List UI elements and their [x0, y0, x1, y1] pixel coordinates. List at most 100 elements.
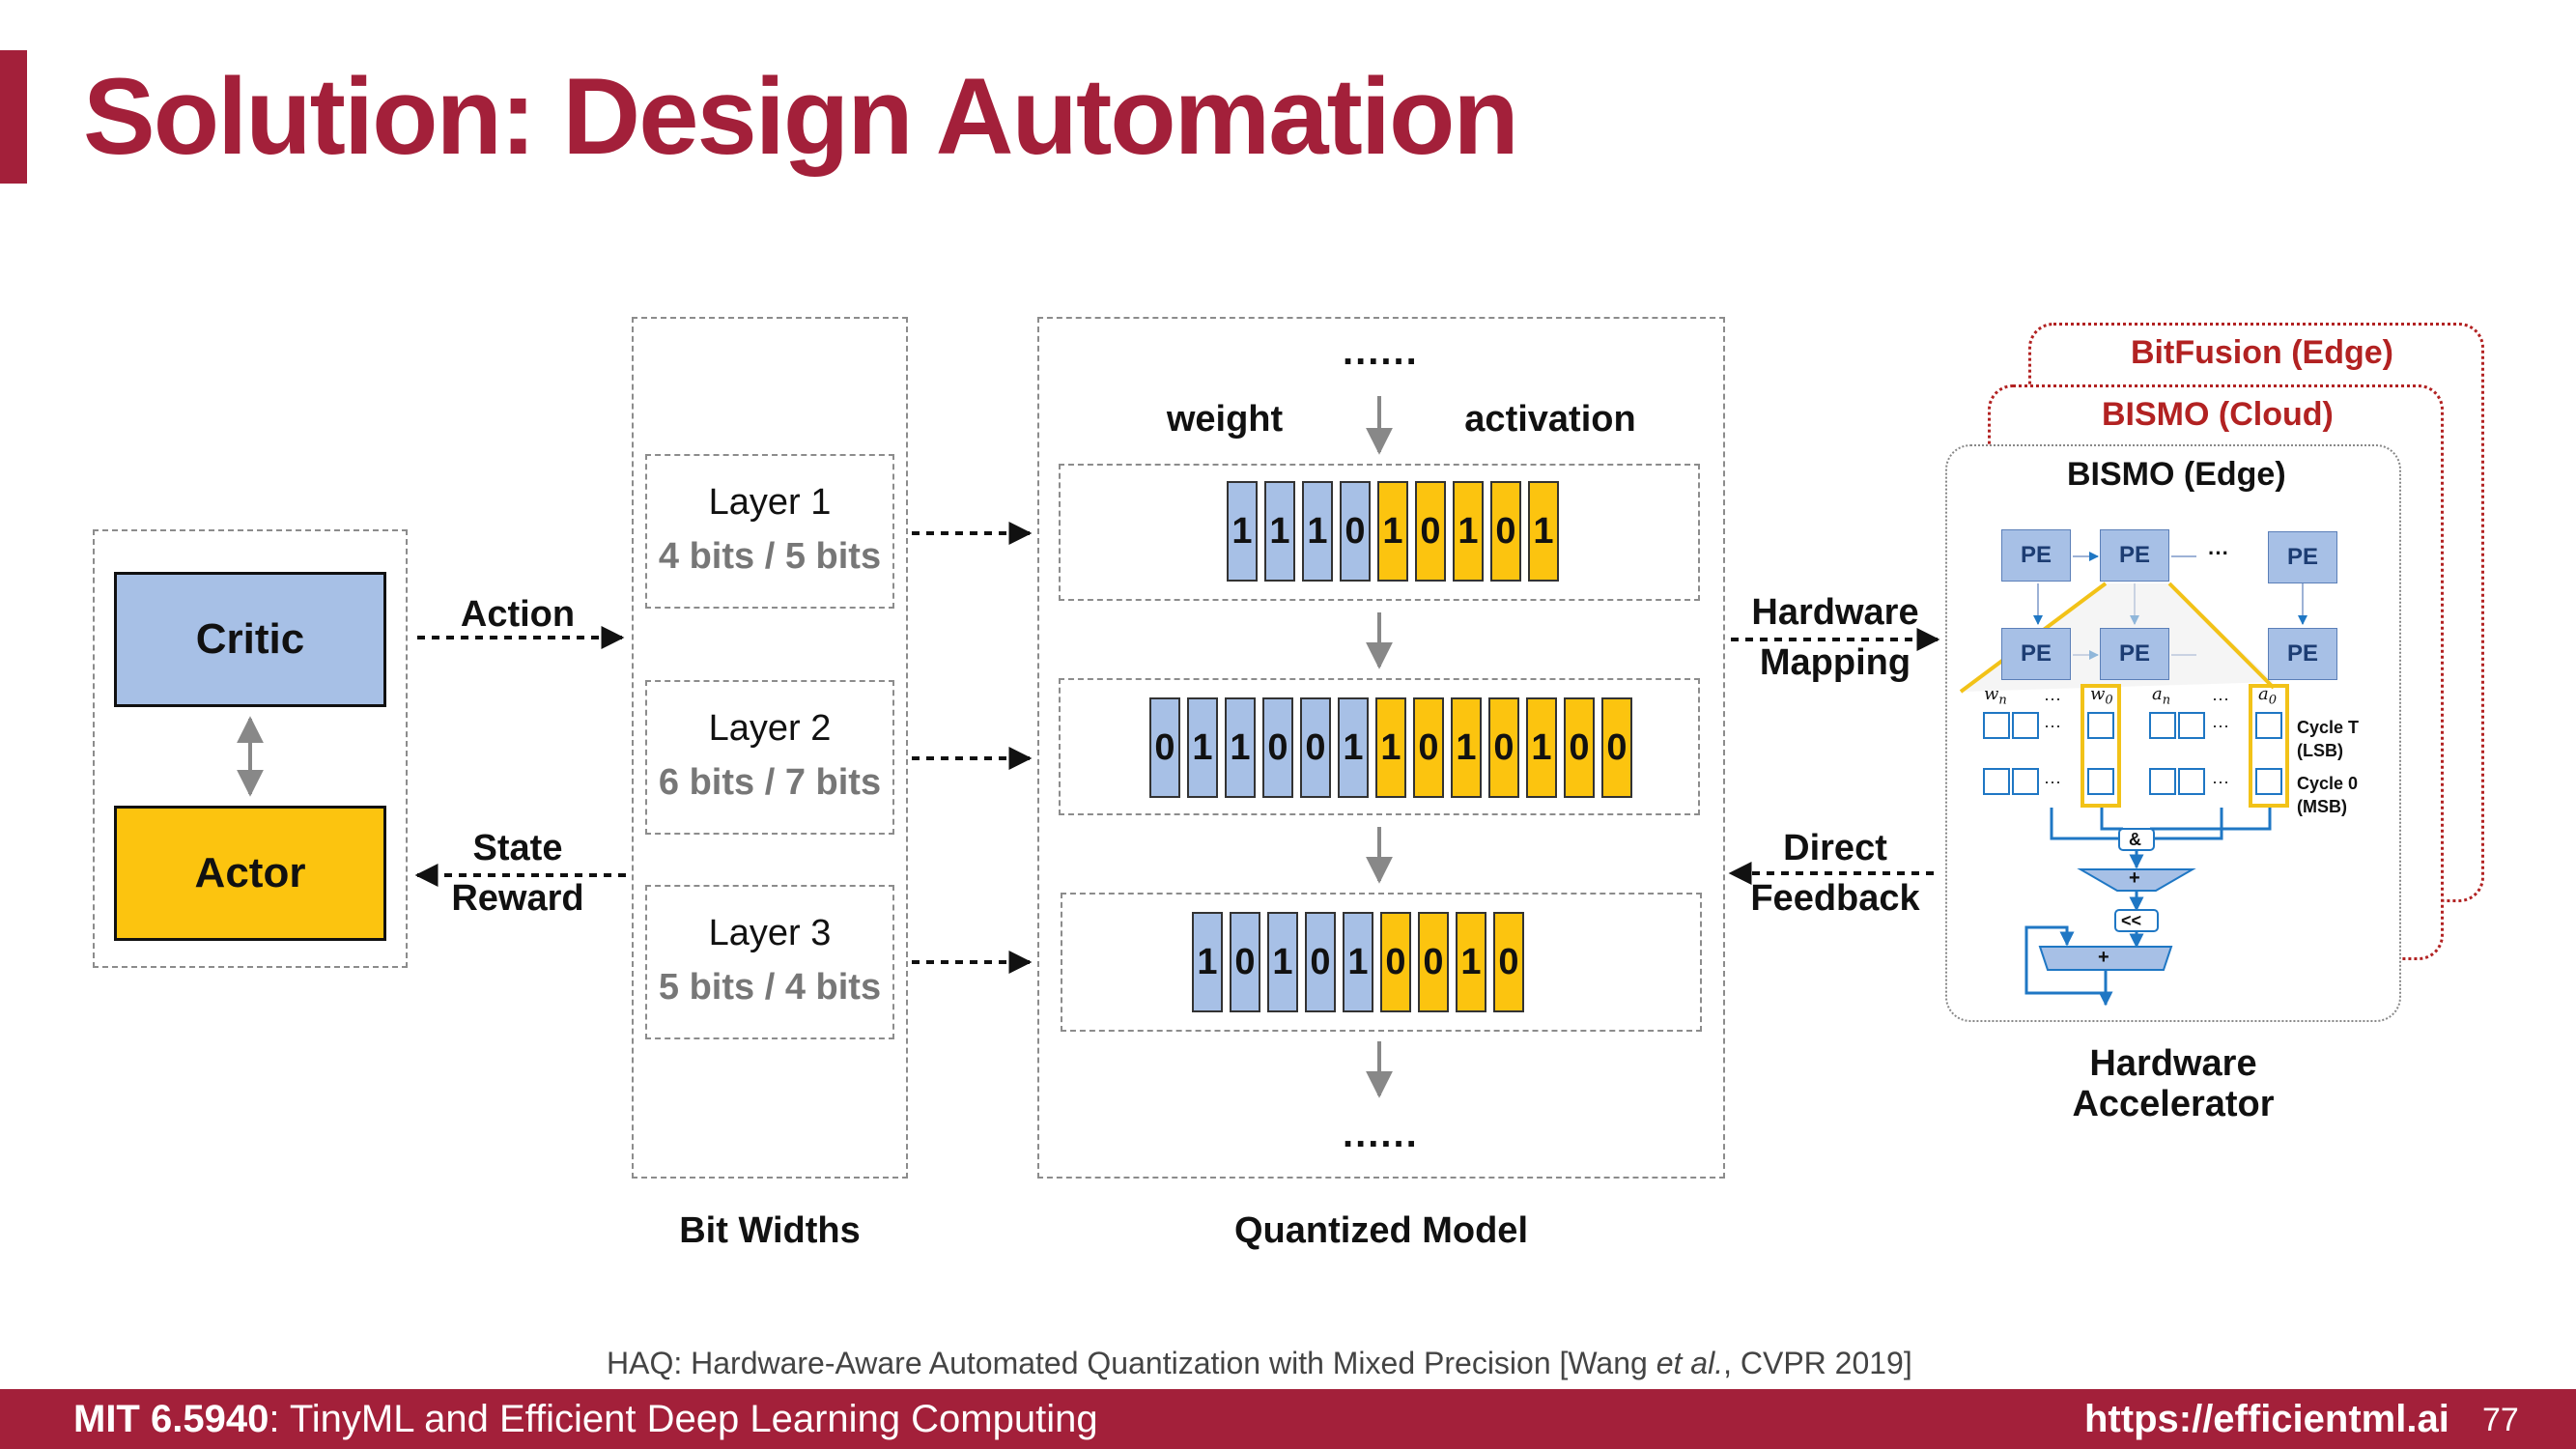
row-2-weight-bit-4: 0: [1300, 697, 1331, 798]
w-0-label: w0: [2090, 684, 2113, 708]
a-dots: ···: [2212, 689, 2229, 708]
a-row-dots-1: ···: [2212, 716, 2229, 735]
bitfusion-edge-title: BitFusion (Edge): [2131, 334, 2393, 371]
w-n-label: wn: [1984, 684, 2007, 708]
critic-label: Critic: [195, 615, 305, 663]
reward-label: Reward: [451, 878, 584, 919]
row-3-activation-bit-0: 0: [1380, 912, 1411, 1012]
hardware-mapping-label-2: Mapping: [1759, 642, 1911, 683]
row-1-weight-bit-1: 1: [1264, 481, 1295, 582]
row-2-weight-bit-1: 1: [1187, 697, 1218, 798]
quantized-model-group: [1037, 317, 1725, 1179]
bit-widths-group: [632, 317, 908, 1179]
bit-widths-caption: Bit Widths: [679, 1210, 861, 1251]
top-ellipsis: ......: [1343, 330, 1419, 373]
bottom-ellipsis: ......: [1343, 1113, 1419, 1155]
accumulator-plus: +: [2098, 947, 2109, 968]
msb-label: (MSB): [2297, 797, 2347, 816]
row-1-weight-bit-2: 1: [1302, 481, 1333, 582]
lsb-label: (LSB): [2297, 741, 2343, 760]
agent-group: [93, 529, 408, 968]
row-1-weight-bit-3: 0: [1340, 481, 1371, 582]
row-2-activation-bit-5: 0: [1564, 697, 1595, 798]
row-2-weight-bit-2: 1: [1225, 697, 1256, 798]
and-op: &: [2129, 830, 2141, 849]
footer-bar: MIT 6.5940: TinyML and Efficient Deep Le…: [0, 1389, 2576, 1449]
pe-0-2: PE: [2268, 531, 2337, 583]
slide-title: Solution: Design Automation: [83, 56, 1519, 177]
a-0-label: a0: [2258, 684, 2278, 708]
row-3-weight-bit-4: 1: [1343, 912, 1373, 1012]
row-2-activation-bit-2: 1: [1451, 697, 1482, 798]
row-1-activation-bit-1: 0: [1415, 481, 1446, 582]
layer-3-name: Layer 3: [708, 913, 832, 953]
row-3-weight-bit-0: 1: [1192, 912, 1223, 1012]
adder-tree: [2077, 868, 2196, 892]
row-1-activation-bit-0: 1: [1377, 481, 1408, 582]
bismo-edge-title: BISMO (Edge): [2067, 456, 2286, 493]
state-label: State: [472, 828, 563, 868]
pe-0-0: PE: [2001, 529, 2071, 582]
row-1-activation-bit-4: 1: [1528, 481, 1559, 582]
row-2-activation-bit-0: 1: [1375, 697, 1406, 798]
row-3-weight-bit-3: 0: [1305, 912, 1336, 1012]
weight-label: weight: [1166, 399, 1284, 440]
w-dots: ···: [2044, 689, 2061, 708]
title-accent-bar: [0, 50, 27, 184]
page-number: 77: [2482, 1402, 2519, 1438]
hardware-accelerator-caption-1: Hardware: [2089, 1043, 2257, 1084]
row-2-weight-bit-5: 1: [1338, 697, 1369, 798]
layer-2-bits: 6 bits / 7 bits: [658, 762, 882, 803]
row-3-activation-bit-3: 0: [1493, 912, 1524, 1012]
pe-0-1: PE: [2100, 529, 2169, 582]
adder-plus: +: [2129, 867, 2140, 889]
cycle-0-label: Cycle 0: [2297, 774, 2359, 793]
row-3-activation-bit-2: 1: [1456, 912, 1486, 1012]
w-row-dots-1: ···: [2044, 716, 2061, 735]
layer-1-box: Layer 1 4 bits / 5 bits: [645, 454, 894, 609]
action-label: Action: [460, 594, 576, 635]
a-row-dots-2: ···: [2212, 772, 2229, 791]
layer-2-box: Layer 2 6 bits / 7 bits: [645, 680, 894, 835]
direct-feedback-label-1: Direct: [1783, 828, 1887, 868]
layer-2-name: Layer 2: [708, 708, 832, 749]
row-2-activation-bit-4: 1: [1526, 697, 1557, 798]
layer-1-name: Layer 1: [708, 482, 832, 523]
direct-feedback-label-2: Feedback: [1750, 878, 1920, 919]
row-1-activation-bit-3: 0: [1490, 481, 1521, 582]
cycle-t-label: Cycle T: [2297, 718, 2360, 737]
shift-op-label: <<: [2121, 911, 2142, 930]
course-url[interactable]: https://efficientml.ai: [2084, 1398, 2449, 1440]
pe-1-2: PE: [2268, 628, 2337, 680]
quantized-row-2: [1059, 678, 1700, 815]
bismo-cloud-title: BISMO (Cloud): [2102, 396, 2334, 433]
row-2-weight-bit-0: 0: [1149, 697, 1180, 798]
course-title: MIT 6.5940: TinyML and Efficient Deep Le…: [73, 1398, 1098, 1440]
actor-box: Actor: [114, 806, 386, 941]
row-3-weight-bit-2: 1: [1267, 912, 1298, 1012]
accumulator: [2038, 946, 2173, 971]
pe-1-0: PE: [2001, 628, 2071, 680]
pe-row-dots: ···: [2208, 541, 2229, 565]
quantized-row-1: [1059, 464, 1700, 601]
layer-3-bits: 5 bits / 4 bits: [658, 967, 882, 1008]
quantized-model-caption: Quantized Model: [1234, 1210, 1528, 1251]
layer-1-bits: 4 bits / 5 bits: [658, 536, 882, 577]
activation-label: activation: [1464, 399, 1636, 440]
row-1-weight-bit-0: 1: [1227, 481, 1258, 582]
row-2-activation-bit-3: 0: [1488, 697, 1519, 798]
hardware-mapping-label-1: Hardware: [1751, 592, 1919, 633]
w-row-dots-2: ···: [2044, 772, 2061, 791]
row-1-activation-bit-2: 1: [1453, 481, 1484, 582]
row-3-weight-bit-1: 0: [1230, 912, 1260, 1012]
row-2-activation-bit-6: 0: [1601, 697, 1632, 798]
a-n-label: an: [2152, 684, 2171, 708]
citation: HAQ: Hardware-Aware Automated Quantizati…: [607, 1346, 1912, 1380]
hardware-accelerator-caption-2: Accelerator: [2072, 1084, 2275, 1124]
pe-1-1: PE: [2100, 628, 2169, 680]
row-3-activation-bit-1: 0: [1418, 912, 1449, 1012]
layer-3-box: Layer 3 5 bits / 4 bits: [645, 885, 894, 1039]
